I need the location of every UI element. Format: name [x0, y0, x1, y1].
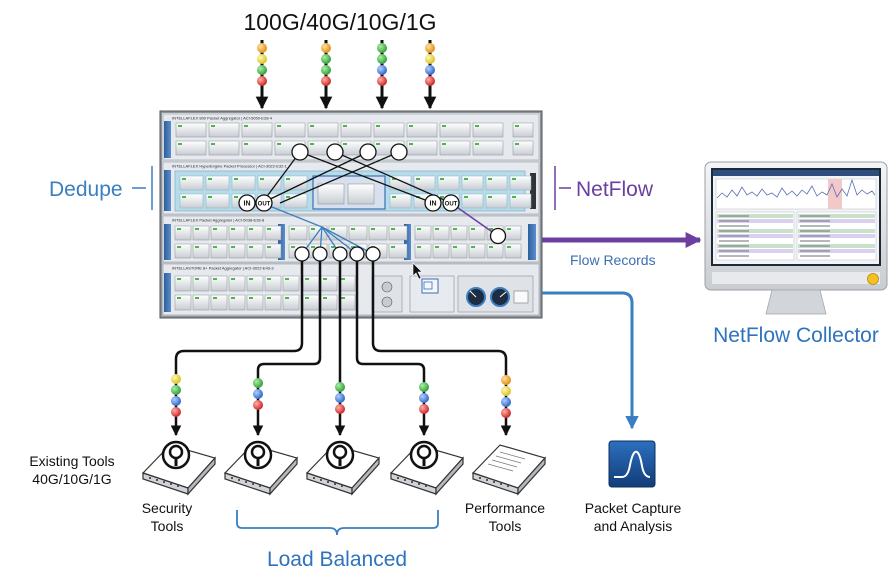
chassis-row-2: INTELLAFLEX HyperEngine Packet Processor…: [162, 161, 540, 215]
packet-broker-chassis: INTELLAFLEX 800 Packet Aggregator | ACI-…: [159, 110, 543, 319]
packet-capture-label-line2: and Analysis: [594, 518, 673, 534]
load-balanced-tool-icon: [305, 440, 381, 496]
port-module: [175, 122, 207, 138]
port-module: [208, 122, 240, 138]
svg-text:IN: IN: [244, 201, 251, 208]
internal-connections: [261, 151, 452, 204]
port-module: [340, 122, 372, 138]
netflow-out-port: OUT: [442, 194, 460, 212]
existing-tools-label-line2: 40G/10G/1G: [32, 471, 111, 487]
packet-capture-waveform-icon: [608, 440, 656, 488]
output-link-5-balls: [501, 375, 511, 418]
svg-text:IN: IN: [430, 201, 437, 208]
row-2-right-handle: [530, 173, 536, 209]
row-2-title: INTELLAFLEX HyperEngine Packet Processor…: [172, 164, 288, 169]
load-balance-ports: [294, 246, 381, 262]
input-link-4: [423, 40, 437, 110]
row-4-side-tab: [164, 273, 171, 312]
netflow-collector-label: NetFlow Collector: [713, 324, 879, 347]
output-link-1-balls: [171, 374, 181, 417]
netflow-export-port: [489, 227, 507, 245]
load-balanced-tool-icon: [389, 440, 465, 496]
load-balanced-bracket: [236, 510, 439, 536]
mouse-cursor-icon: [412, 262, 423, 280]
netflow-collector-monitor: [704, 161, 888, 315]
port-module: [472, 122, 504, 138]
output-link-2-balls: [253, 378, 263, 410]
svg-text:OUT: OUT: [258, 202, 271, 208]
row-3-title: INTELLAFLEX Packet Aggregator | ACI-5038…: [172, 218, 265, 223]
port-module: [175, 140, 207, 156]
performance-tools-label-line2: Tools: [489, 518, 522, 534]
input-link-2: [319, 40, 333, 110]
security-tools-label-line1: Security: [142, 500, 193, 516]
output-link-4-balls: [419, 382, 429, 414]
row-2-side-tab: [164, 170, 171, 211]
chassis-row-1: INTELLAFLEX 800 Packet Aggregator | ACI-…: [162, 113, 540, 161]
netflow-in-port: IN: [424, 194, 442, 212]
port-module: [373, 122, 405, 138]
performance-tool-icon: [471, 444, 547, 496]
load-balanced-label: Load Balanced: [267, 548, 407, 571]
row-1-side-tab: [164, 121, 171, 158]
port-module: [241, 140, 273, 156]
port-module: [241, 122, 273, 138]
netflow-label: NetFlow: [576, 178, 654, 201]
packet-capture-link: [542, 291, 639, 430]
port-module: [439, 140, 471, 156]
row-1-title: INTELLAFLEX 800 Packet Aggregator | ACI-…: [172, 116, 273, 121]
output-links: [170, 261, 512, 437]
port-module: [472, 140, 504, 156]
port-module: [208, 140, 240, 156]
packet-capture-label-line1: Packet Capture: [585, 500, 682, 516]
svg-text:OUT: OUT: [445, 202, 458, 208]
dedupe-out-port: OUT: [255, 194, 273, 212]
flow-records-label: Flow Records: [570, 252, 656, 268]
input-link-1: [255, 40, 269, 110]
performance-tools-label-line1: Performance: [465, 500, 545, 516]
input-link-3: [375, 40, 389, 110]
dedupe-label: Dedupe: [49, 178, 123, 201]
existing-tools-label-line1: Existing Tools: [29, 453, 114, 469]
port-module: [274, 122, 306, 138]
netflow-internal-link: [450, 202, 499, 237]
port-module: [307, 122, 339, 138]
power-button-icon: [867, 273, 879, 285]
security-tool-icon: [141, 440, 217, 496]
port-module: [439, 122, 471, 138]
input-speeds-label: 100G/40G/10G/1G: [243, 9, 436, 35]
row-1-ports: [291, 143, 408, 161]
port-module: [406, 140, 438, 156]
port-module: [406, 122, 438, 138]
output-link-3-balls: [335, 382, 345, 414]
load-balanced-tool-icon: [223, 440, 299, 496]
row-3-side-tab: [164, 224, 171, 260]
chassis-row-4: INTELLASTORE 8+ Packet Aggregator | ACI-…: [162, 263, 540, 316]
security-tools-label-line2: Tools: [151, 518, 184, 534]
row-4-title: INTELLASTORE 8+ Packet Aggregator | ACI-…: [172, 266, 274, 271]
dedupe-in-port: IN: [238, 194, 256, 212]
